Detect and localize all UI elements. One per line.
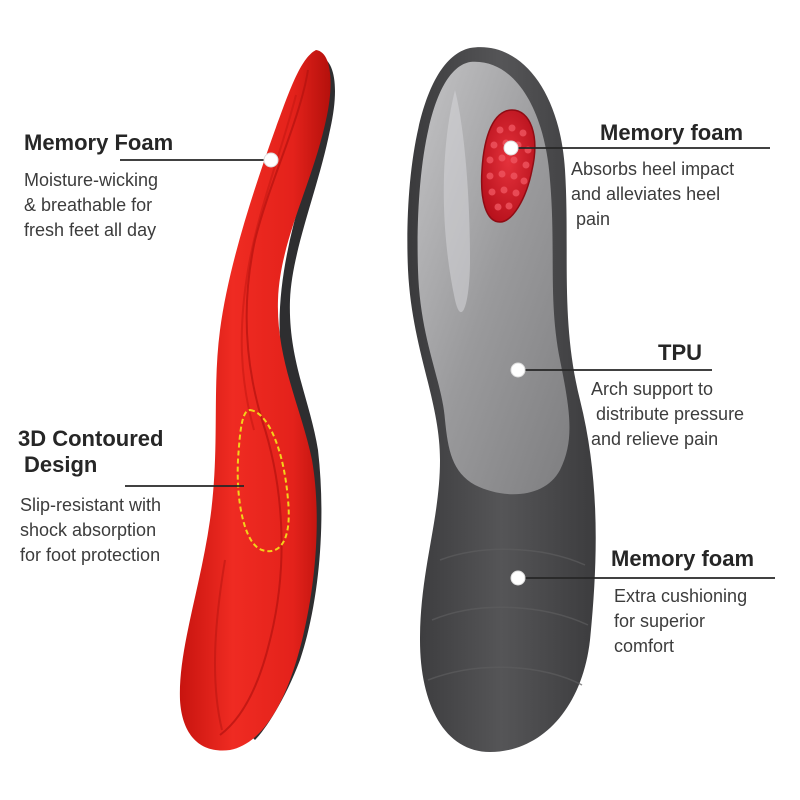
callout-left-top: Memory Foam <box>24 130 173 155</box>
callout-right-middle-desc: Arch support to distribute pressure and … <box>591 379 745 449</box>
insole-texture-line-2 <box>431 606 589 626</box>
contour-line-inner <box>240 94 297 431</box>
callout-dots <box>263 140 526 586</box>
callout-dot-right-top <box>503 140 519 156</box>
callout-right-middle-title: TPU <box>658 340 702 365</box>
red-insole-side-view <box>179 50 335 751</box>
insole-texture-line-1 <box>439 548 586 566</box>
contour-dashed-outline <box>236 408 290 553</box>
callout-left-bottom-title-line1: 3D Contoured <box>18 426 164 451</box>
tpu-highlight <box>443 90 470 313</box>
callout-right-bottom-desc: Extra cushioning for superior comfort <box>614 586 748 656</box>
leader-lines <box>120 147 775 579</box>
callout-dot-right-middle <box>510 362 526 378</box>
callout-left-top-title: Memory Foam <box>24 130 174 155</box>
insole-texture-line-3 <box>427 666 583 686</box>
callout-right-bottom-title: Memory foam <box>611 546 755 571</box>
gray-insole-bottom-view <box>407 47 596 753</box>
callout-right-top-desc: Absorbs heel impact and alleviates heel … <box>571 159 735 229</box>
heel-pad <box>480 109 536 223</box>
callout-dot-left-top <box>263 152 279 168</box>
callout-dot-right-bottom <box>510 570 526 586</box>
callout-left-top-desc: Moisture-wicking & breathable for fresh … <box>24 170 159 240</box>
callout-right-top-title: Memory foam <box>600 120 744 145</box>
contour-line-outer <box>219 69 309 736</box>
insole-red-body <box>179 50 331 751</box>
callout-left-bottom-title-line2: Design <box>24 452 98 477</box>
callout-left-bottom-desc: Slip-resistant with shock absorption for… <box>20 495 162 565</box>
heel-pad-shape <box>480 109 536 223</box>
contour-line-heel <box>213 559 226 731</box>
